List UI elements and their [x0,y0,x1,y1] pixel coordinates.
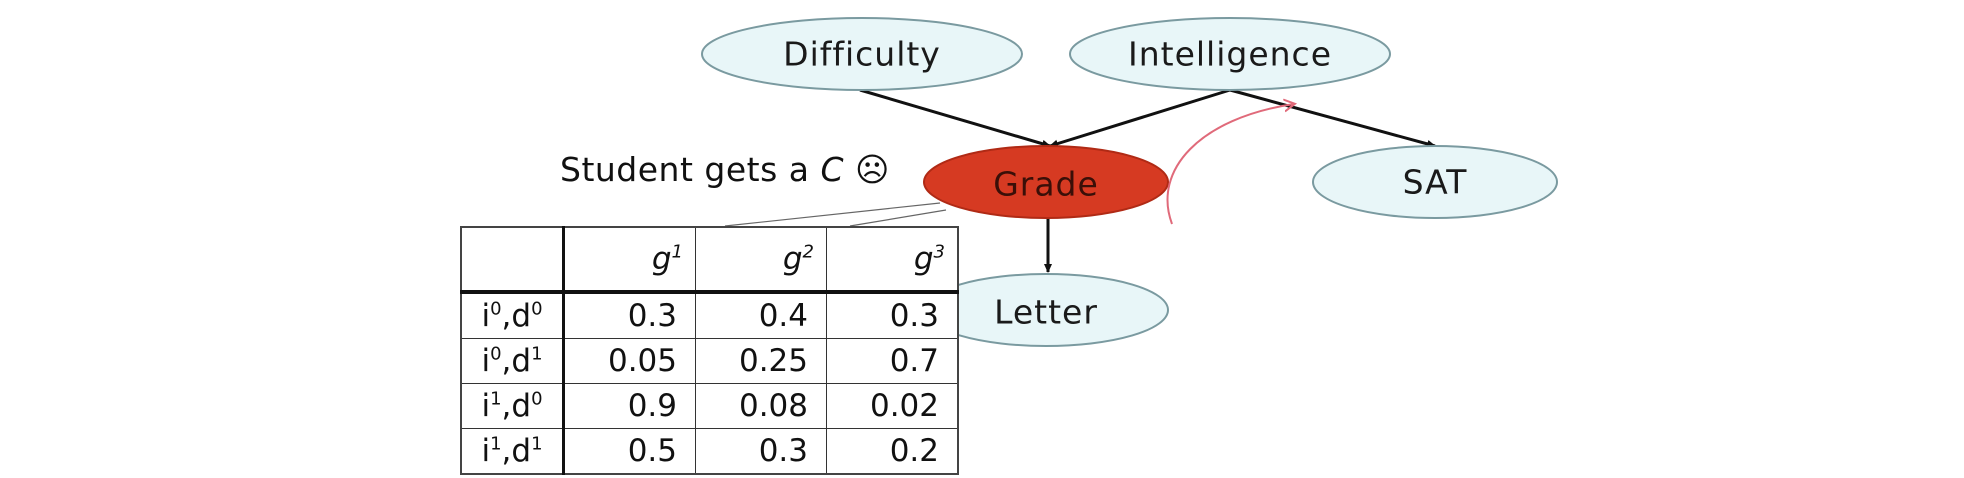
table-cell: 0.5 [563,428,696,475]
node-sat: SAT [1312,145,1558,219]
table-header-row: g1 g2 g3 [461,227,959,294]
node-label-grade: Grade [993,165,1099,204]
row-label: i1,d1 [461,428,565,475]
table-cell: 0.05 [563,338,696,384]
edge-intelligence-sat [1229,88,1436,148]
caption: Student gets a C ☹ [560,150,890,189]
grade-cpd-table: g1 g2 g3 i0,d0 0.3 0.4 0.3 i0,d1 0.05 0.… [460,226,959,475]
node-letter: Letter [923,273,1169,347]
edge-intelligence-grade [1049,88,1231,148]
row-label: i0,d1 [461,338,565,384]
column-header: g2 [695,227,827,294]
table-cell: 0.3 [695,428,827,475]
caption-text: Student gets a [560,150,821,189]
table-cell: 0.3 [563,292,696,339]
table-cell: 0.08 [695,383,827,429]
edge-difficulty-grade [859,88,1051,148]
annotation-arrow [1166,104,1294,225]
table-cell: 0.4 [695,292,827,339]
node-label-sat: SAT [1403,163,1468,202]
table-row: i1,d1 0.5 0.3 0.2 [461,428,959,475]
row-label: i1,d0 [461,383,565,429]
column-header: g1 [563,227,696,294]
table-cell: 0.2 [826,428,959,475]
table-row: i0,d0 0.3 0.4 0.3 [461,292,959,339]
table-cell: 0.02 [826,383,959,429]
sad-face-icon: ☹ [855,150,890,189]
table-row: i0,d1 0.05 0.25 0.7 [461,338,959,384]
node-difficulty: Difficulty [701,17,1023,91]
callout-line [724,202,941,227]
node-grade: Grade [923,145,1169,219]
table-cell: 0.7 [826,338,959,384]
table-row: i1,d0 0.9 0.08 0.02 [461,383,959,429]
row-label: i0,d0 [461,292,565,339]
table-cell: 0.25 [695,338,827,384]
node-label-intelligence: Intelligence [1128,35,1332,74]
caption-grade-letter: C [820,150,845,189]
node-label-difficulty: Difficulty [783,35,941,74]
node-intelligence: Intelligence [1069,17,1391,91]
table-cell: 0.9 [563,383,696,429]
table-cell: 0.3 [826,292,959,339]
table-corner-cell [461,227,565,294]
callout-line [849,209,947,227]
column-header: g3 [826,227,959,294]
node-label-letter: Letter [994,293,1098,332]
